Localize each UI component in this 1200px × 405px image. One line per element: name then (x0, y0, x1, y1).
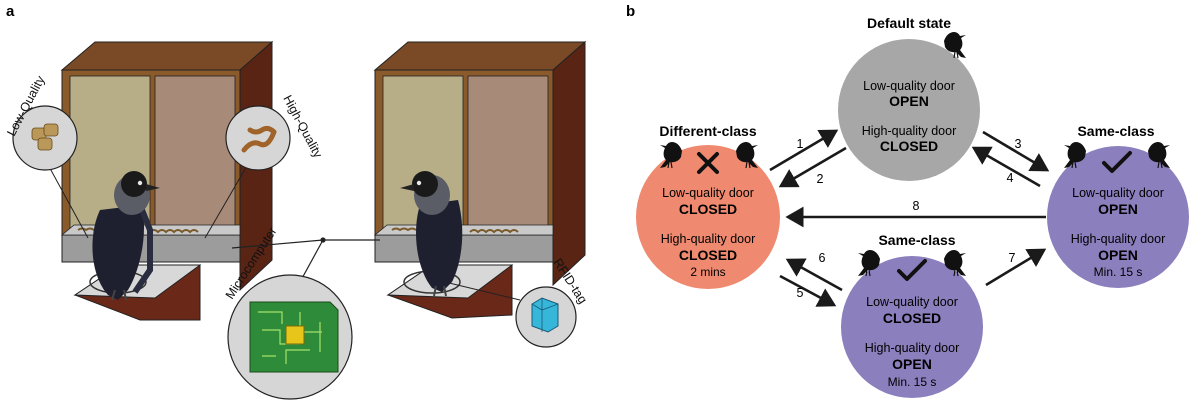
check-icon (1102, 151, 1132, 173)
different-class-node (636, 145, 780, 289)
panel-a-letter: a (6, 3, 15, 20)
different-low-door-label: Low-quality door (662, 186, 754, 200)
arrow-2 (778, 146, 847, 188)
default-high-door-label: High-quality door (862, 124, 957, 138)
feeder-box-right (373, 40, 587, 319)
same-bottom-high-door-status: OPEN (892, 356, 932, 372)
different-low-door-status: CLOSED (679, 201, 737, 217)
arrow-4 (971, 146, 1041, 188)
same-class-right-node (1047, 146, 1189, 288)
arrow-1 (769, 129, 839, 172)
callout-rfid (444, 281, 577, 348)
same-right-low-door-status: OPEN (1098, 201, 1138, 217)
different-high-door-status: CLOSED (679, 247, 737, 263)
arrow-3 (982, 130, 1050, 172)
same-right-low-door-label: Low-quality door (1072, 186, 1164, 200)
default-state-node (838, 39, 980, 181)
panel-b-letter: b (626, 3, 635, 20)
arrow-6 (785, 258, 843, 292)
same-bottom-low-door-status: CLOSED (883, 310, 941, 326)
arrow-label-8: 8 (913, 199, 920, 213)
different-duration: 2 mins (690, 265, 725, 279)
same-right-high-door-status: OPEN (1098, 247, 1138, 263)
callout-microcomputer (227, 274, 353, 400)
same-class-bottom-title: Same-class (878, 232, 955, 248)
same-bottom-high-door-label: High-quality door (865, 341, 960, 355)
same-bottom-low-door-label: Low-quality door (866, 295, 958, 309)
arrow-label-7: 7 (1009, 251, 1016, 265)
default-state-title: Default state (867, 15, 951, 31)
different-class-title: Different-class (659, 123, 756, 139)
same-class-bottom-node (841, 256, 983, 398)
callout-low-quality (12, 105, 89, 239)
wiring (231, 237, 380, 283)
arrow-label-4: 4 (1007, 171, 1014, 185)
default-low-door-label: Low-quality door (863, 79, 955, 93)
same-bottom-duration: Min. 15 s (888, 375, 937, 389)
arrow-label-3: 3 (1015, 137, 1022, 151)
mealworm-icon (241, 129, 277, 153)
arrow-label-5: 5 (797, 286, 804, 300)
high-quality-door (154, 75, 236, 235)
arrow-label-6: 6 (819, 251, 826, 265)
transition-arrows (769, 129, 1050, 307)
cross-icon (697, 152, 719, 174)
arrow-7 (985, 248, 1047, 287)
jackdaw-left (92, 171, 160, 301)
arrow-5 (779, 274, 837, 307)
default-low-door-status: OPEN (889, 93, 929, 109)
callout-high-quality (204, 105, 291, 239)
check-icon (897, 259, 927, 281)
arrow-label-1: 1 (797, 137, 804, 151)
same-class-right-title: Same-class (1077, 123, 1154, 139)
same-right-duration: Min. 15 s (1094, 265, 1143, 279)
rfid-tag-icon (531, 297, 559, 333)
arrow-label-2: 2 (817, 172, 824, 186)
jackdaw-right (400, 171, 463, 297)
default-high-door-status: CLOSED (880, 138, 938, 154)
different-high-door-label: High-quality door (661, 232, 756, 246)
same-right-high-door-label: High-quality door (1071, 232, 1166, 246)
